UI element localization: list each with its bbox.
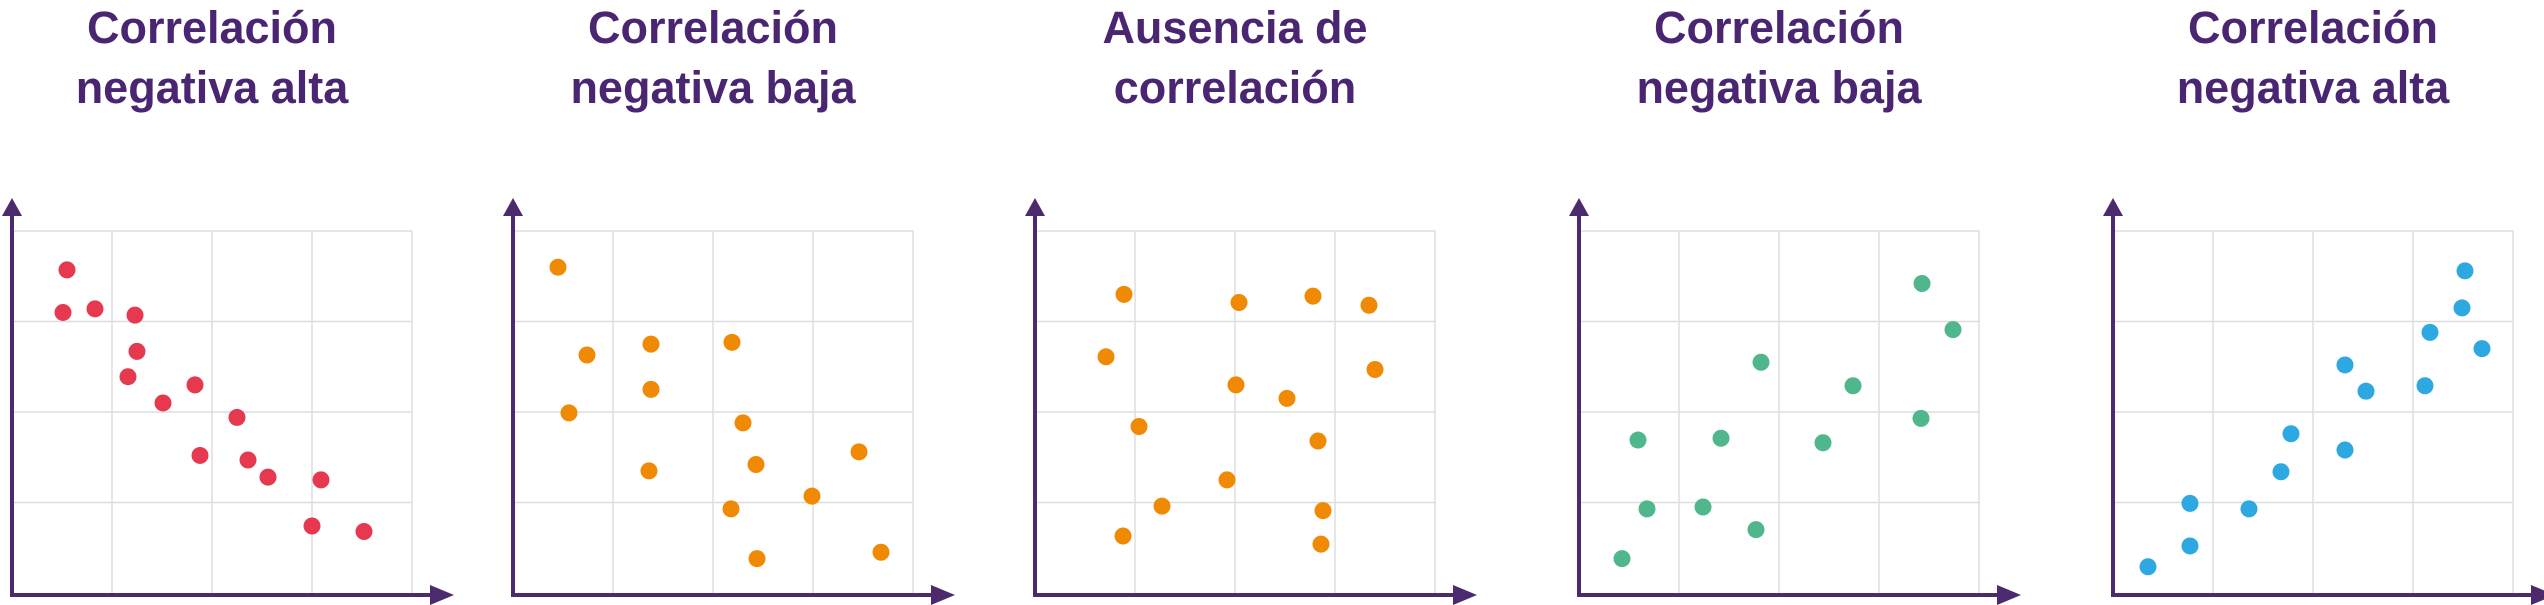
data-point [1629,431,1647,449]
data-point [1227,376,1245,394]
data-point [1912,409,1930,427]
data-point [2181,537,2199,555]
data-point [1712,429,1730,447]
data-point [1312,535,1330,553]
title-line: correlación [1113,62,1357,113]
data-point [2336,441,2354,459]
data-point [722,500,740,518]
data-point [2181,494,2199,512]
data-point [872,543,890,561]
data-point [54,303,72,321]
y-axis-arrow-icon [503,198,523,216]
data-point [2357,382,2375,400]
panel-title: Correlación negativa alta [2053,0,2544,118]
data-point [2416,377,2434,395]
title-line: negativa baja [1636,62,1922,113]
data-point [1309,432,1327,450]
data-point [642,380,660,398]
panel-title: Correlación negativa baja [453,0,973,118]
data-point [303,517,321,535]
data-point [1613,550,1631,568]
data-point [2456,262,2474,280]
y-axis-arrow-icon [1025,198,1045,216]
data-point [239,451,257,469]
data-point [2240,500,2258,518]
data-point [2282,425,2300,443]
data-point [1913,274,1931,292]
data-point [1366,360,1384,378]
data-point [1218,471,1236,489]
title-line: negativa alta [2176,62,2450,113]
data-point [1153,497,1171,515]
x-axis-arrow-icon [931,585,955,605]
data-point [850,443,868,461]
data-point [58,261,76,279]
data-point [1747,521,1765,539]
y-axis-arrow-icon [2,198,22,216]
data-point [2421,323,2439,341]
data-point [748,550,766,568]
data-point [191,446,209,464]
data-point [154,394,172,412]
data-point [228,408,246,426]
data-point [128,342,146,360]
title-line: Correlación [86,2,338,53]
title-line: negativa baja [570,62,856,113]
data-point [1230,293,1248,311]
data-point [560,404,578,422]
data-point [642,335,660,353]
data-point [2336,356,2354,374]
title-line: Correlación [587,2,839,53]
data-point [1814,434,1832,452]
x-axis-arrow-icon [2531,585,2544,605]
data-point [355,522,373,540]
data-point [549,258,567,276]
data-point [86,300,104,318]
data-point [126,306,144,324]
data-point [186,376,204,394]
x-axis-arrow-icon [1997,585,2021,605]
data-point [803,487,821,505]
data-point [1752,353,1770,371]
data-point [2453,299,2471,317]
data-point [1130,417,1148,435]
data-point [723,333,741,351]
y-axis-arrow-icon [2103,198,2123,216]
data-point [1114,527,1132,545]
title-line: Ausencia de [1102,2,1368,53]
title-line: Correlación [2187,2,2439,53]
data-point [119,368,137,386]
data-point [1304,287,1322,305]
x-axis-arrow-icon [1453,585,1477,605]
data-point [1314,502,1332,520]
data-point [1694,498,1712,516]
data-point [1360,296,1378,314]
data-point [1097,348,1115,366]
title-line: Correlación [1653,2,1905,53]
title-line: negativa alta [75,62,349,113]
data-point [1844,377,1862,395]
x-axis-arrow-icon [430,585,454,605]
data-point [1944,321,1962,339]
data-point [1115,285,1133,303]
data-point [640,462,658,480]
data-point [2272,463,2290,481]
data-point [1638,500,1656,518]
data-point [578,346,596,364]
data-point [747,455,765,473]
data-point [1278,389,1296,407]
data-point [259,468,277,486]
data-point [2473,340,2491,358]
panel-title: Correlación negativa alta [0,0,472,118]
panel-title: Correlación negativa baja [1519,0,2039,118]
data-point [2139,558,2157,576]
panel-title: Ausencia de correlación [975,0,1495,118]
data-point [312,471,330,489]
data-point [734,414,752,432]
y-axis-arrow-icon [1569,198,1589,216]
